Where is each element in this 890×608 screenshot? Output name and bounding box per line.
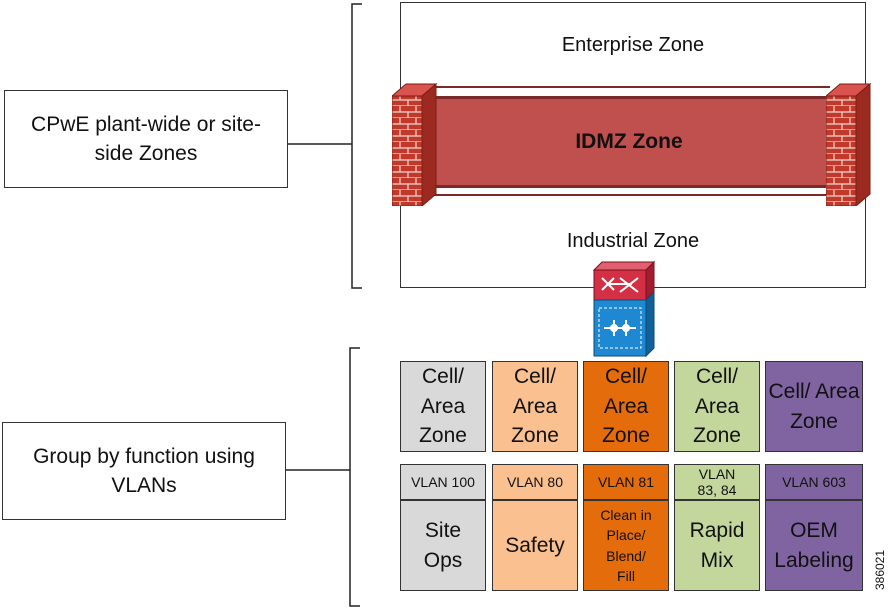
vlan-label-3: VLAN 81 xyxy=(583,464,669,500)
group-function-label-text: Group by function using VLANs xyxy=(33,444,255,497)
brick-firewall-icon xyxy=(392,82,438,206)
vlan-label-1: VLAN 100 xyxy=(400,464,486,500)
idmz-zone-label: IDMZ Zone xyxy=(575,130,683,153)
figure-id: 386021 xyxy=(873,549,887,591)
function-label-3: Clean in Place/ Blend/ Fill xyxy=(583,500,669,591)
function-label-1: Site Ops xyxy=(400,500,486,591)
function-label-5: OEM Labeling xyxy=(765,500,863,591)
cell-area-zone-4: Cell/ Area Zone xyxy=(674,361,760,452)
vlan-label-5: VLAN 603 xyxy=(765,464,863,500)
function-label-4: Rapid Mix xyxy=(674,500,760,591)
cell-area-zone-1: Cell/ Area Zone xyxy=(400,361,486,452)
cell-area-zone-5: Cell/ Area Zone xyxy=(765,361,863,452)
industrial-zone-label: Industrial Zone xyxy=(566,230,700,252)
layer3-switch-icon xyxy=(592,260,656,358)
vlan-label-2: VLAN 80 xyxy=(492,464,578,500)
idmz-bottom-line xyxy=(428,194,830,196)
cell-area-zone-2: Cell/ Area Zone xyxy=(492,361,578,452)
enterprise-zone-label: Enterprise Zone xyxy=(561,34,705,56)
upper-bracket xyxy=(351,3,362,289)
lower-bracket xyxy=(349,347,360,607)
plant-zones-label: CPwE plant-wide or site-side Zones xyxy=(4,90,288,188)
idmz-zone: IDMZ Zone xyxy=(428,96,830,188)
group-function-label: Group by function using VLANs xyxy=(2,422,286,520)
brick-firewall-icon xyxy=(826,82,872,206)
cell-area-zone-3: Cell/ Area Zone xyxy=(583,361,669,452)
vlan-label-4: VLAN 83, 84 xyxy=(674,464,760,500)
plant-zones-label-text: CPwE plant-wide or site-side Zones xyxy=(31,112,261,165)
idmz-top-line xyxy=(428,86,830,88)
function-label-2: Safety xyxy=(492,500,578,591)
